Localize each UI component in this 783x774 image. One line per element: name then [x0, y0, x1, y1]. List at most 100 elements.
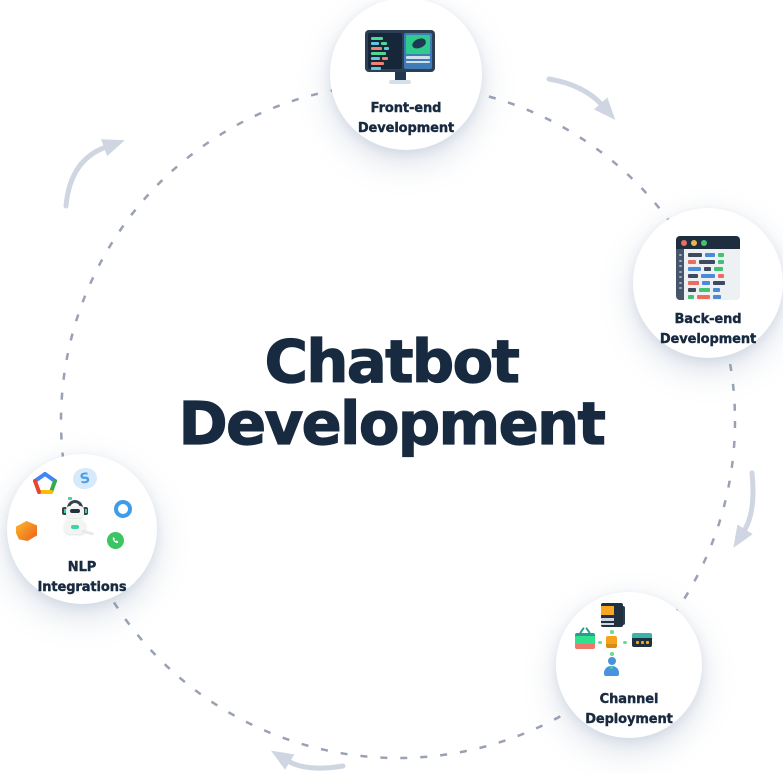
line-number-dash	[678, 254, 682, 256]
browser-frame	[632, 633, 652, 647]
station-label-line1: Front-end	[370, 101, 442, 116]
code-line-bar	[697, 295, 710, 299]
monitor-screen	[365, 30, 435, 72]
code-line-bar	[713, 295, 721, 299]
deployment-channels-icon	[572, 602, 652, 682]
window-minimize-dot	[691, 239, 697, 246]
connector-dot	[598, 640, 602, 644]
connector-dot	[623, 640, 627, 644]
code-line-bar	[381, 42, 387, 45]
skype-letter: S	[78, 469, 92, 488]
browser-dot	[636, 641, 639, 644]
robot-earcup	[83, 507, 88, 515]
station-nlp-integrations: S	[7, 454, 157, 604]
deployment-package-icon	[606, 636, 617, 648]
browser-header	[632, 633, 652, 638]
newspaper-image-block	[601, 606, 614, 615]
station-label: Front-end Development	[330, 99, 482, 138]
editor-window	[676, 236, 740, 300]
news-channel-icon	[597, 603, 625, 627]
line-number-dash	[678, 270, 682, 273]
code-line-bar	[688, 288, 696, 292]
cycle-arrow-top-left-icon	[63, 139, 125, 209]
editor-code-area	[684, 249, 740, 300]
code-line-bar	[382, 57, 388, 60]
code-line-row	[688, 260, 736, 264]
preview-image-shape	[411, 37, 427, 50]
code-line-bar	[718, 274, 724, 278]
window-close-dot	[681, 239, 687, 246]
dialogflow-icon	[33, 472, 57, 494]
code-line-bar	[688, 274, 698, 278]
browser-dot	[641, 641, 644, 644]
cortana-icon	[114, 500, 132, 518]
robot-head	[66, 506, 84, 518]
code-line-row	[371, 57, 399, 60]
code-line-row	[688, 267, 736, 271]
code-line-row	[371, 47, 399, 50]
station-label: NLP Integrations	[7, 558, 157, 597]
station-channel-deployment: Channel Deployment	[556, 592, 702, 738]
code-editor-window-icon	[676, 236, 740, 300]
tv-channel-icon	[575, 627, 595, 649]
code-line-bar	[371, 47, 382, 50]
code-line-row	[371, 62, 399, 65]
user-channel-icon	[604, 657, 619, 676]
code-line-bar	[714, 267, 723, 271]
cycle-arrow-right-icon	[733, 470, 756, 548]
monitor-code-pane	[368, 33, 402, 70]
station-label: Channel Deployment	[556, 690, 702, 729]
robot-antenna-chip	[68, 497, 72, 500]
line-number-dash	[678, 287, 682, 289]
code-monitor-icon	[365, 30, 435, 84]
code-line-bar	[688, 281, 699, 285]
station-label-line2: Integrations	[37, 579, 127, 595]
code-line-row	[371, 42, 399, 45]
robot-headset-band	[67, 500, 83, 510]
browser-body	[632, 638, 652, 647]
chatbot-robot-icon	[61, 497, 95, 540]
tv-base-strip	[575, 644, 595, 649]
package-box	[606, 636, 617, 648]
code-line-bar	[704, 267, 711, 271]
station-label-line1: NLP	[67, 560, 97, 575]
code-line-row	[688, 288, 736, 292]
person-body	[604, 666, 619, 676]
phone-glyph-icon	[112, 536, 118, 543]
code-line-bar	[699, 260, 715, 264]
editor-line-number-gutter	[676, 249, 684, 300]
code-line-bar	[718, 260, 724, 264]
preview-text-line	[406, 60, 430, 63]
dashed-cycle-circle	[59, 82, 737, 760]
station-back-end-development: Back-end Development	[633, 208, 783, 358]
monitor-preview-pane	[404, 33, 432, 69]
code-line-row	[688, 274, 736, 278]
robot-earcup	[62, 507, 67, 515]
monitor-stand	[394, 72, 406, 80]
person-badge-dot	[610, 666, 613, 669]
code-line-row	[371, 67, 399, 70]
code-line-bar	[688, 253, 702, 257]
code-line-row	[688, 253, 736, 257]
amazon-lex-icon	[16, 521, 37, 541]
line-number-dash	[678, 281, 682, 284]
code-line-bar	[371, 52, 386, 55]
line-number-dash	[678, 276, 682, 278]
newspaper-text-line	[601, 622, 614, 625]
code-line-row	[371, 37, 399, 40]
newspaper-text-line	[601, 618, 614, 621]
code-line-row	[688, 295, 736, 299]
code-line-bar	[701, 274, 715, 278]
whatsapp-icon	[107, 532, 124, 549]
code-line-bar	[705, 253, 715, 257]
skype-icon: S	[71, 466, 99, 491]
title-line-1: Chatbot	[264, 327, 521, 396]
code-line-bar	[688, 267, 701, 271]
window-maximize-dot	[701, 239, 707, 246]
code-line-bar	[713, 281, 725, 285]
browser-dot	[646, 641, 649, 644]
station-label-line1: Back-end	[674, 312, 742, 327]
code-line-bar	[718, 253, 724, 257]
